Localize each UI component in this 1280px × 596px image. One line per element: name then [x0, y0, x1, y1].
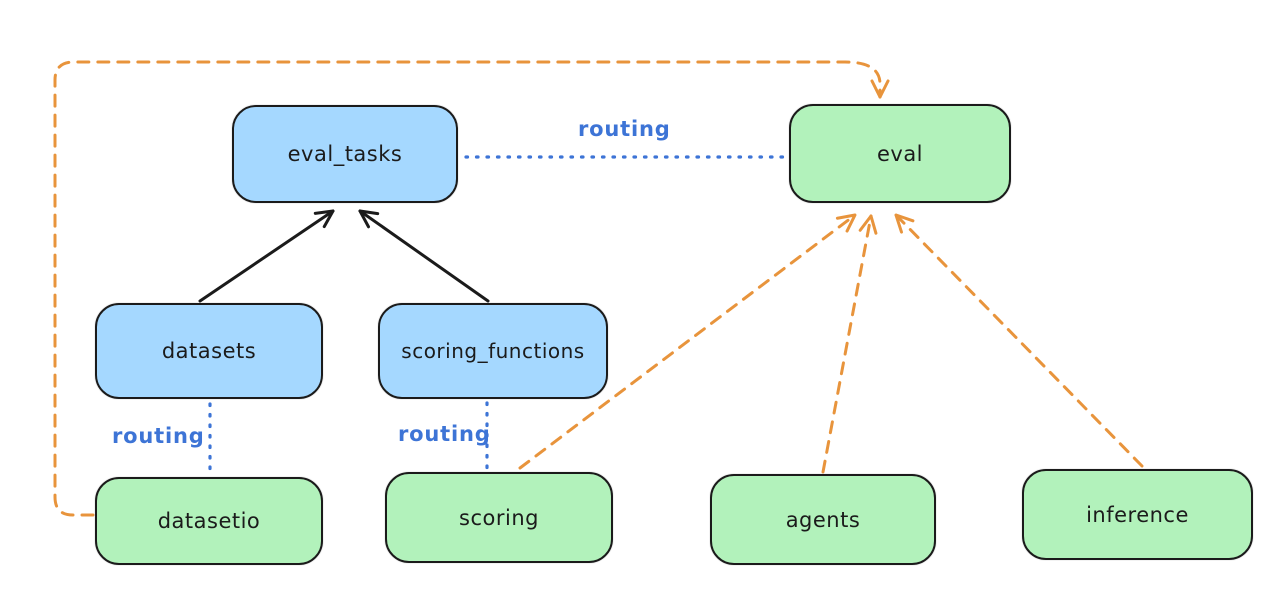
edge-datasetio-to-eval [53, 60, 890, 517]
node-inference: inference [1022, 469, 1253, 560]
node-datasets: datasets [95, 303, 323, 399]
edge-scoring-to-eval [518, 213, 857, 470]
node-scoring-functions-label: scoring_functions [401, 339, 585, 363]
edge-datasets-to-eval-tasks [198, 209, 335, 303]
node-eval-tasks-label: eval_tasks [287, 142, 403, 166]
routing-label-scoring-functions-scoring: routing [398, 422, 491, 446]
routing-label-eval-tasks-eval: routing [578, 117, 671, 141]
node-scoring: scoring [385, 472, 613, 563]
edge-inference-to-eval [894, 213, 1144, 468]
routing-label-datasets-datasetio: routing [112, 424, 205, 448]
node-agents-label: agents [785, 507, 861, 532]
node-agents: agents [710, 474, 936, 565]
node-inference-label: inference [1086, 502, 1189, 527]
edge-agents-to-eval [821, 214, 878, 474]
node-eval-tasks: eval_tasks [232, 105, 458, 203]
node-scoring-label: scoring [459, 505, 539, 530]
node-datasetio: datasetio [95, 477, 323, 565]
node-eval: eval [789, 104, 1011, 203]
edge-scoring-functions-to-eval-tasks [358, 209, 490, 303]
node-scoring-functions: scoring_functions [378, 303, 608, 399]
node-datasets-label: datasets [161, 339, 257, 363]
node-datasetio-label: datasetio [157, 509, 261, 533]
node-eval-label: eval [876, 141, 924, 166]
